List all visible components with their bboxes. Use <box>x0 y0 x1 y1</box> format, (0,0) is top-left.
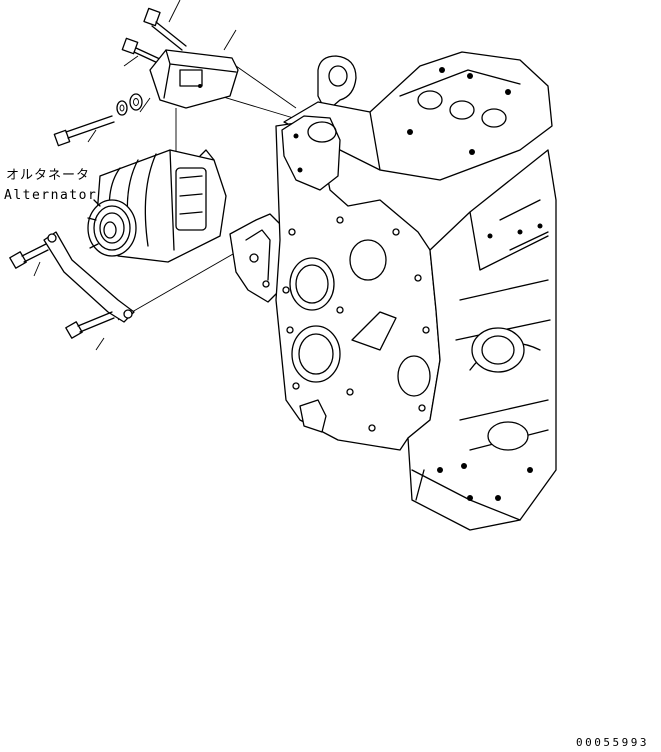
mounting-bracket <box>229 213 283 303</box>
bolt-small <box>121 37 163 65</box>
bolt-mid <box>53 115 115 147</box>
engine-block <box>275 51 557 531</box>
bolt-top <box>143 7 187 51</box>
alternator-label-japanese: オルタネータ <box>6 168 91 183</box>
bolt-strap-lower <box>65 311 115 339</box>
bolt-strap-left <box>9 243 49 269</box>
adjusting-strap <box>43 231 135 323</box>
gear-case-bolt-holes <box>282 216 430 432</box>
adjuster-bracket <box>149 49 239 109</box>
figure-reference-code: 00055993 <box>576 736 649 749</box>
alternator <box>87 149 227 263</box>
washers <box>116 93 143 116</box>
alternator-label-english: Alternator <box>4 188 98 203</box>
